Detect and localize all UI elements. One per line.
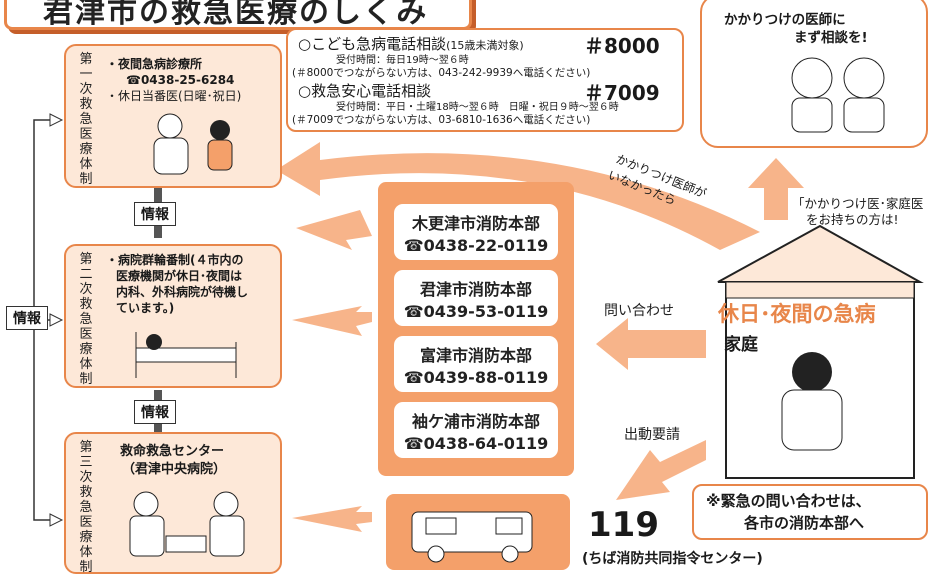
house-illustration	[717, 224, 924, 479]
doctor-bubble: かかりつけの医師に まず相談を!	[700, 0, 928, 148]
tier-primary-label: 第一次救急医療体制	[79, 52, 93, 187]
primary-item-night-clinic: ・夜間急病診療所	[106, 57, 203, 71]
arrow-dispatch	[616, 440, 706, 500]
fire-dept-tel: ☎0438-64-0119	[403, 434, 549, 453]
doctor-child-illustration	[153, 113, 233, 175]
inquiry-label: 問い合わせ	[604, 303, 674, 319]
tier-tertiary: 第三次救急医療体制 救命救急センター （君津中央病院）	[64, 432, 282, 575]
kakaritsuke-note-line2: をお持ちの方は!	[806, 212, 899, 227]
fire-dept-sodegaura: 袖ケ浦市消防本部 ☎0438-64-0119	[394, 402, 558, 458]
tier-tertiary-label: 第三次救急医療体制	[79, 440, 93, 575]
ambulance-icon	[411, 511, 533, 563]
secondary-line-2: 医療機関が休日･夜間は	[116, 269, 243, 283]
tier-secondary: 第二次救急医療体制 ・病院群輪番制(４市内の 医療機関が休日･夜間は 内科、外科…	[64, 244, 282, 388]
secondary-line-1: ・病院群輪番制(４市内の	[106, 253, 244, 267]
doctor-bubble-line1: かかりつけの医師に	[724, 12, 846, 28]
fire-dept-name: 木更津市消防本部	[411, 214, 540, 233]
ambulance-panel	[386, 494, 570, 570]
primary-tel: ☎0438-25-6284	[126, 73, 235, 87]
emergency-number: 119	[588, 505, 659, 545]
kids-consult-alt: (＃8000でつながらない方は、043-242-9939へ電話ください)	[292, 67, 591, 79]
doctor-phone-illustration	[791, 57, 885, 133]
curved-arrow-no-doctor	[276, 142, 760, 250]
kids-consult-title: ○こども急病電話相談(15歳未満対象)	[298, 33, 524, 54]
fire-dept-name: 君津市消防本部	[419, 280, 532, 299]
surgery-illustration	[129, 491, 245, 557]
house-sub: 家庭	[724, 335, 758, 355]
fire-dept-futtsu: 富津市消防本部 ☎0439-88-0119	[394, 336, 558, 392]
bracket-arrow-mid	[49, 313, 64, 327]
fire-dept-kisarazu: 木更津市消防本部 ☎0438-22-0119	[394, 204, 558, 260]
kids-consult-hours: 受付時間：毎日19時～翌６時	[336, 55, 469, 66]
arrow-inquiry	[596, 318, 706, 370]
kids-consult-title-text: ○こども急病電話相談	[298, 35, 447, 53]
fire-dept-kimitsu: 君津市消防本部 ☎0439-53-0119	[394, 270, 558, 326]
arrow-to-tertiary	[292, 506, 372, 532]
doctor-bubble-line2: まず相談を!	[794, 30, 868, 46]
page-title-banner: 君津市の救急医療のしくみ	[4, 0, 472, 30]
tier-secondary-label: 第二次救急医療体制	[79, 252, 93, 387]
tertiary-hospital: （君津中央病院）	[122, 462, 227, 477]
primary-item-holiday: ・休日当番医(日曜･祝日)	[106, 89, 242, 103]
info-label-left: 情報	[6, 306, 48, 330]
secondary-line-3: 内科、外科病院が待機し	[116, 285, 249, 299]
info-label-between-2: 情報	[134, 400, 176, 424]
emergency-note-line1: ※緊急の問い合わせは、	[706, 492, 871, 510]
safety-consult-hours: 受付時間：平日・土曜18時～翌６時 日曜・祝日９時～翌６時	[336, 102, 619, 113]
kids-consult-note: (15歳未満対象)	[446, 39, 524, 52]
fire-dept-tel: ☎0439-88-0119	[403, 368, 549, 387]
tertiary-center-name: 救命救急センター	[120, 444, 225, 459]
fire-department-panel: 木更津市消防本部 ☎0438-22-0119 君津市消防本部 ☎0439-53-…	[378, 182, 574, 476]
fire-dept-tel: ☎0438-22-0119	[403, 236, 549, 255]
safety-consult-alt: (＃7009でつながらない方は、03-6810-1636へ電話ください)	[292, 114, 591, 126]
arrow-up-to-doctor	[748, 158, 804, 220]
page-title: 君津市の救急医療のしくみ	[43, 0, 429, 30]
bracket-arrow-bottom	[49, 513, 64, 527]
phone-consult-box: ○こども急病電話相談(15歳未満対象) ＃8000 受付時間：毎日19時～翌６時…	[286, 28, 684, 132]
kids-consult-number: ＃8000	[584, 34, 660, 58]
house-headline: 休日･夜間の急病	[718, 302, 876, 326]
fire-dept-name: 袖ケ浦市消防本部	[411, 412, 540, 431]
arrow-to-secondary	[292, 306, 372, 336]
emergency-note-line2: 各市の消防本部へ	[744, 514, 865, 532]
info-label-between-1: 情報	[134, 202, 176, 226]
fire-dept-tel: ☎0439-53-0119	[403, 302, 549, 321]
command-center-name: (ちば消防共同指令センター)	[582, 551, 763, 567]
dispatch-label: 出動要請	[624, 427, 680, 443]
safety-consult-number: ＃7009	[584, 81, 660, 105]
emergency-note-box: ※緊急の問い合わせは、 各市の消防本部へ	[692, 484, 928, 540]
hospital-bed-illustration	[135, 332, 237, 378]
safety-consult-title: ○救急安心電話相談	[298, 82, 432, 100]
secondary-line-4: ています。)	[116, 301, 175, 315]
kakaritsuke-note-line1: 「かかりつけ医･家庭医	[792, 196, 924, 211]
arrow-to-primary	[296, 210, 372, 250]
bracket-arrow-top	[49, 113, 64, 127]
fire-dept-name: 富津市消防本部	[419, 346, 532, 365]
tier-primary: 第一次救急医療体制 ・夜間急病診療所 ☎0438-25-6284 ・休日当番医(…	[64, 44, 282, 188]
